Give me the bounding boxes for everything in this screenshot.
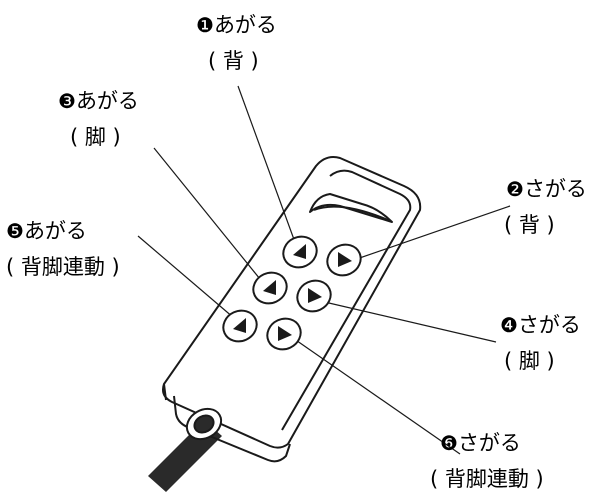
target-btn2: ( 背 ) <box>504 212 555 238</box>
remote-button-1[interactable] <box>278 231 321 273</box>
leader-line-5 <box>137 235 235 319</box>
marker-2: ❷ <box>506 177 524 201</box>
triangle-up-icon <box>263 280 276 295</box>
cable-grommet <box>185 407 223 441</box>
action-3: あがる <box>75 89 139 113</box>
label-btn3: ❸あがる <box>58 88 139 114</box>
leader-line-4 <box>315 299 497 343</box>
action-6: さがる <box>457 431 521 455</box>
remote-button-3[interactable] <box>248 267 291 309</box>
leader-lines <box>137 85 511 455</box>
marker-5: ❺ <box>6 219 24 243</box>
remote-button-2[interactable] <box>322 239 365 281</box>
label-btn4: ❹さがる <box>500 312 581 338</box>
marker-1: ❶ <box>196 13 214 37</box>
leader-line-3 <box>153 147 265 285</box>
remote-button-4[interactable] <box>292 275 335 317</box>
target-2: ( 背 ) <box>504 213 555 237</box>
label-btn5: ❺あがる <box>6 218 87 244</box>
label-btn1: ❶あがる <box>196 12 277 38</box>
target-4: ( 脚 ) <box>504 349 555 373</box>
leader-line-2 <box>347 205 511 263</box>
marker-4: ❹ <box>500 313 518 337</box>
target-btn3: ( 脚 ) <box>70 124 121 150</box>
target-btn6: ( 背脚連動 ) <box>430 466 544 492</box>
triangle-up-icon <box>293 244 306 259</box>
target-3: ( 脚 ) <box>70 125 121 149</box>
action-5: あがる <box>23 219 87 243</box>
target-6: ( 背脚連動 ) <box>430 467 544 491</box>
target-btn5: ( 背脚連動 ) <box>6 254 120 280</box>
button-group <box>218 231 365 355</box>
leader-line-1 <box>237 85 297 246</box>
triangle-down-icon <box>308 288 322 303</box>
remote-button-6[interactable] <box>262 313 305 355</box>
triangle-up-icon <box>233 318 246 333</box>
action-4: さがる <box>517 313 581 337</box>
target-btn4: ( 脚 ) <box>504 348 555 374</box>
marker-6: ❻ <box>440 431 458 455</box>
target-5: ( 背脚連動 ) <box>6 255 120 279</box>
triangle-down-icon <box>278 326 292 341</box>
remote-body <box>162 156 422 463</box>
target-btn1: ( 背 ) <box>208 48 259 74</box>
label-btn2: ❷さがる <box>506 176 587 202</box>
target-1: ( 背 ) <box>208 49 259 73</box>
action-1: あがる <box>213 13 277 37</box>
remote-button-5[interactable] <box>218 305 261 347</box>
triangle-down-icon <box>338 252 352 267</box>
leader-line-6 <box>289 335 461 455</box>
action-2: さがる <box>523 177 587 201</box>
marker-3: ❸ <box>58 89 76 113</box>
label-btn6: ❻さがる <box>440 430 521 456</box>
